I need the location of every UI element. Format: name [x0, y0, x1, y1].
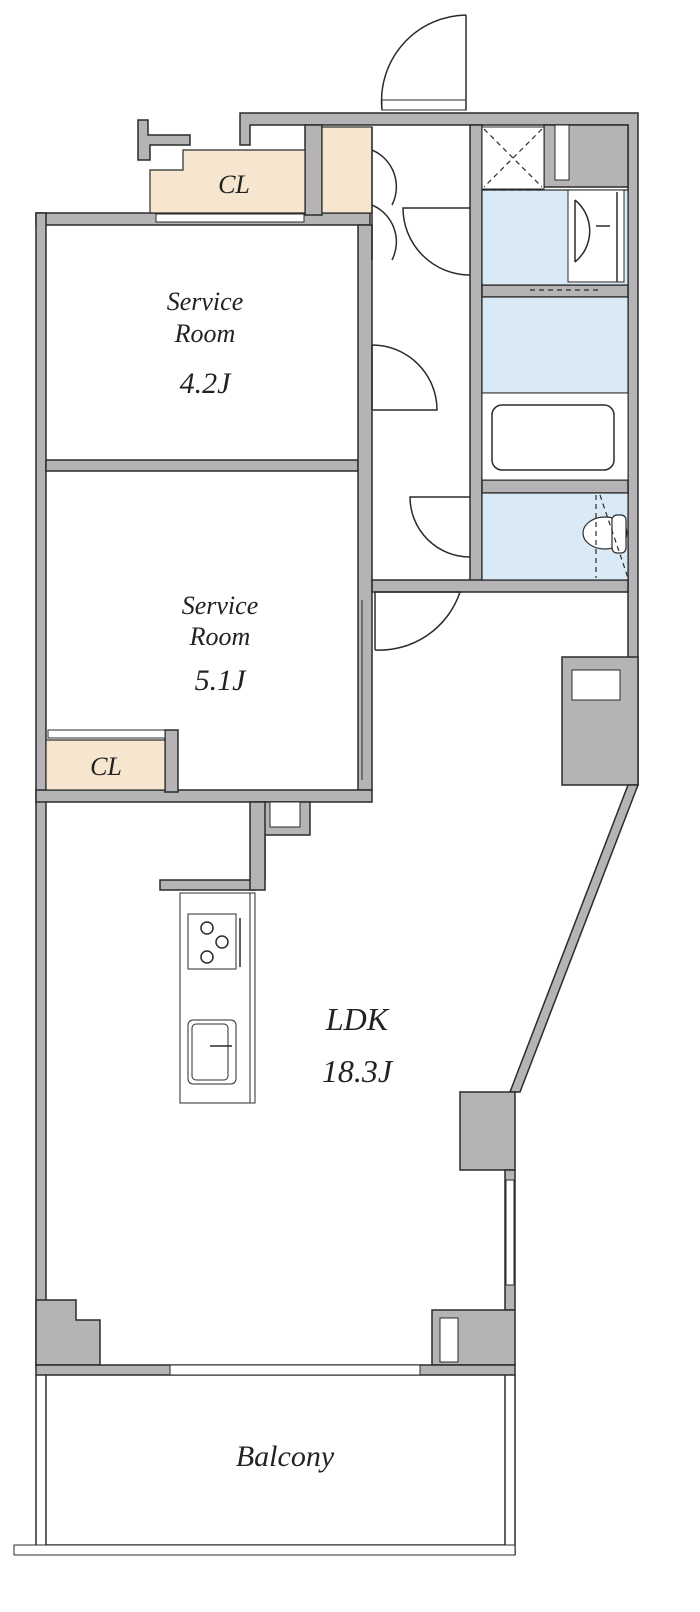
closet-room2: CL	[45, 729, 166, 791]
kitchen-counter	[179, 892, 256, 1104]
sink-icon	[187, 1019, 237, 1085]
room-name: Room	[189, 622, 251, 651]
closet-label: CL	[218, 170, 250, 199]
bathroom	[481, 296, 629, 394]
room-area: 4.2J	[180, 367, 233, 400]
room-name: Balcony	[236, 1440, 335, 1473]
doors	[371, 127, 471, 651]
vanity-sink	[567, 189, 625, 283]
entrance-door	[380, 14, 467, 111]
balcony	[13, 1375, 516, 1556]
pipe-shaft	[439, 1317, 459, 1363]
pipe-shaft	[269, 801, 301, 828]
storage-entrance	[321, 126, 373, 214]
window	[155, 213, 305, 223]
room-name: Service	[167, 287, 244, 316]
window	[169, 1364, 421, 1376]
bathtub	[491, 404, 615, 471]
closet-label: CL	[90, 752, 122, 781]
room-name: Room	[174, 319, 236, 348]
room-area: 18.3J	[322, 1053, 394, 1089]
pipe-shaft	[571, 669, 621, 701]
room-name: LDK	[325, 1001, 390, 1037]
room-area: 5.1J	[195, 664, 248, 697]
bathtub-area	[481, 392, 629, 481]
toilet-icon	[582, 494, 629, 579]
pipe-shaft	[554, 124, 570, 181]
closet-top: CL	[149, 149, 306, 214]
room-name: Service	[182, 591, 259, 620]
window	[505, 1179, 515, 1286]
